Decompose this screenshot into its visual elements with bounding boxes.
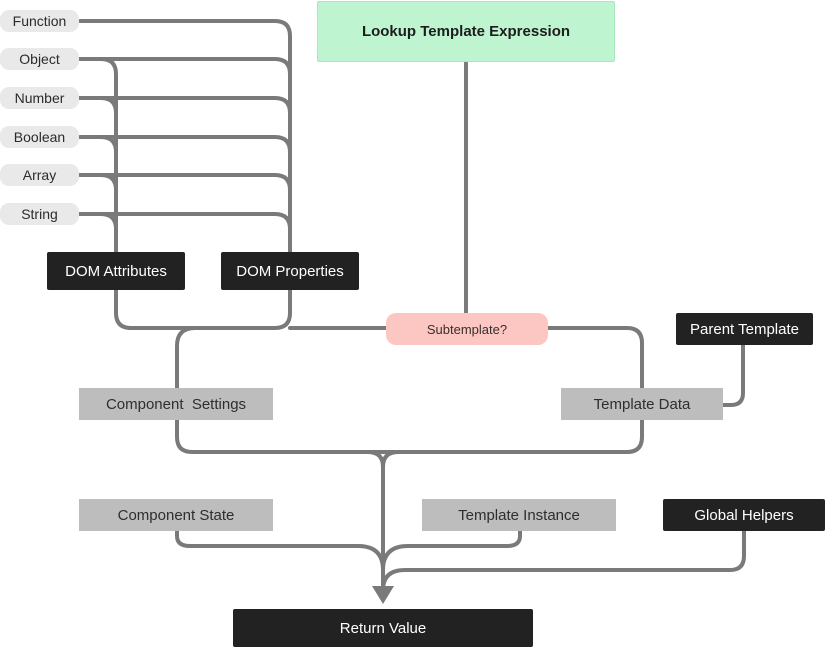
parent-template-node: Parent Template xyxy=(676,313,813,345)
connector-number-attributes xyxy=(78,96,118,254)
connector-string-properties xyxy=(78,212,292,254)
connector-merge-down-left xyxy=(366,450,385,594)
connector-boolean-attributes xyxy=(78,135,118,254)
type-array: Array xyxy=(0,164,79,186)
connector-instance-return xyxy=(381,529,522,572)
type-object: Object xyxy=(0,48,79,70)
dom-properties-node: DOM Properties xyxy=(221,252,359,290)
template-instance-node: Template Instance xyxy=(422,499,616,531)
connector-object-attributes xyxy=(78,57,118,254)
arrowhead-icon xyxy=(372,586,394,604)
component-settings-node: Component Settings xyxy=(79,388,273,420)
subtemplate-node: Subtemplate? xyxy=(386,313,548,345)
connector-array-attributes xyxy=(78,173,118,254)
type-number: Number xyxy=(0,87,79,109)
global-helpers-node: Global Helpers xyxy=(663,499,825,531)
connector-state-return xyxy=(175,529,385,572)
return-value-node: Return Value xyxy=(233,609,533,647)
dom-attributes-node: DOM Attributes xyxy=(47,252,185,290)
component-state-node: Component State xyxy=(79,499,273,531)
connector-merge-down-right xyxy=(381,450,400,469)
connector-helpers-return xyxy=(381,529,746,592)
type-string: String xyxy=(0,203,79,225)
connector-settings-data-merge xyxy=(175,418,644,454)
connector-object-properties xyxy=(78,57,292,254)
connector-array-properties xyxy=(78,173,292,254)
template-data-node: Template Data xyxy=(561,388,723,420)
connector-function-properties xyxy=(78,19,292,254)
connector-attributes-merge xyxy=(114,288,292,330)
type-boolean: Boolean xyxy=(0,126,79,148)
connector-number-properties xyxy=(78,96,292,254)
connector-parent-data xyxy=(721,343,745,407)
connector-boolean-properties xyxy=(78,135,292,254)
connector-subtemplate-right xyxy=(546,326,644,390)
connector-merge-to-settings xyxy=(175,326,197,390)
type-function: Function xyxy=(0,10,79,32)
connector-string-attributes xyxy=(78,212,118,254)
lookup-template-expression-title: Lookup Template Expression xyxy=(317,1,615,62)
